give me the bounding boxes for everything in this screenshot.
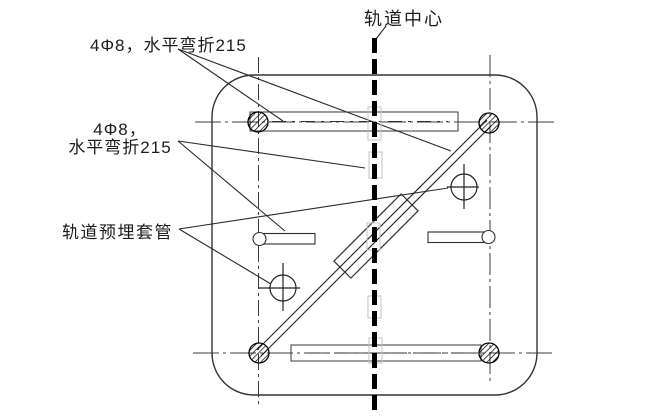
leader-sleeve-label-to-upper-circle (178, 187, 449, 230)
label-rebar-left-line2: 水平弯折215 (68, 138, 172, 157)
label-rebar-left-line1: 4Φ8， (93, 120, 147, 139)
bottom-rebar (290, 344, 482, 362)
leader-track-center-tick (375, 25, 387, 40)
leader-top-label-to-diagonal (177, 48, 452, 152)
leader-sleeve-label-to-lower-circle (178, 228, 272, 285)
rebar-end-top-right (478, 112, 500, 134)
sleeve-circle-upper (447, 164, 479, 209)
rebar-end-bottom-right (478, 342, 500, 364)
rebar-end-bottom-left (248, 342, 270, 364)
leader-top-label-to-top-rebar (177, 48, 284, 122)
sleeve-circle-lower (259, 263, 300, 311)
rebar-end-top-left (247, 111, 269, 133)
label-embedded-sleeve: 轨道预埋套管 (62, 223, 173, 242)
right-sleeve-bar (427, 229, 496, 245)
diagonal-sleeve (333, 193, 419, 279)
label-rebar-top: 4Φ8，水平弯折215 (90, 36, 247, 55)
leader-left-label-to-center (177, 140, 366, 169)
label-rebar-left: 4Φ8， 水平弯折215 (55, 121, 185, 157)
label-track-center: 轨道中心 (364, 9, 444, 29)
left-sleeve-bar (252, 231, 316, 247)
